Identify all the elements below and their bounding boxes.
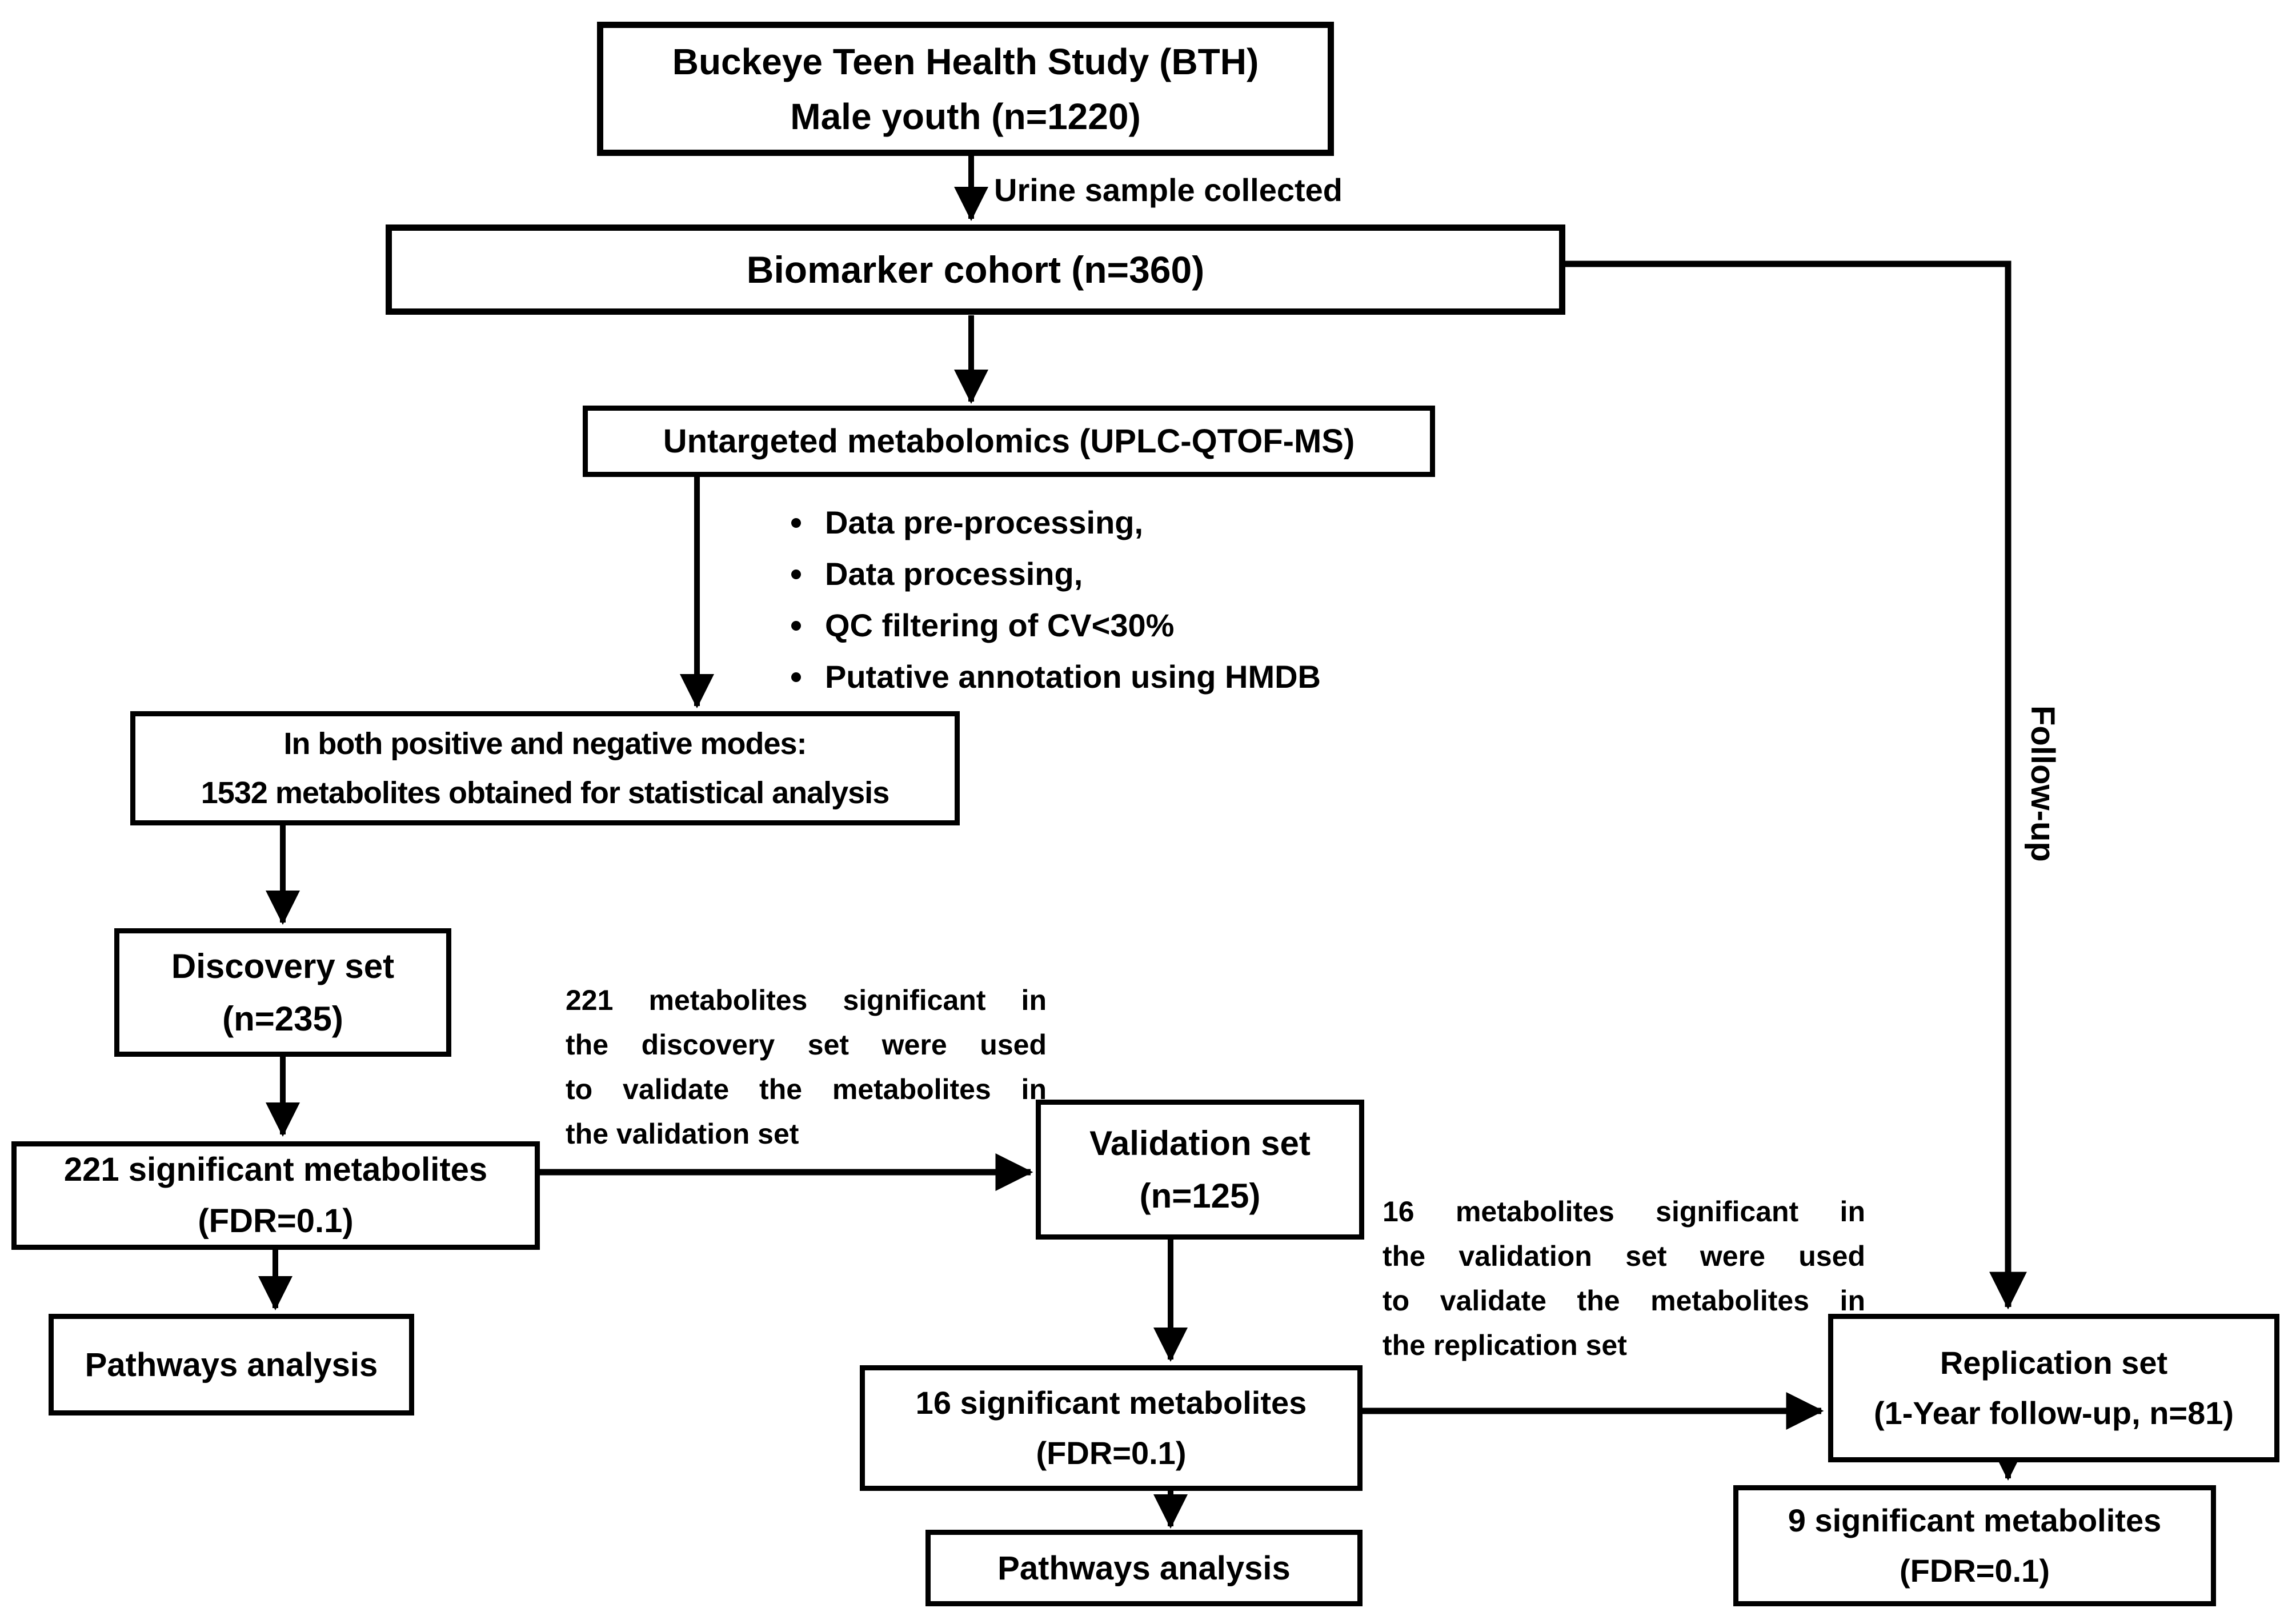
node-modes-line1: In both positive and negative modes: (283, 727, 807, 761)
bullet-icon (791, 620, 801, 631)
urine-sample-label: Urine sample collected (994, 172, 1343, 208)
list-item: Data processing, (791, 548, 1321, 600)
annotation-line: the validation set were used (1383, 1240, 1865, 1272)
node-untargeted-metabolomics: Untargeted metabolomics (UPLC-QTOF-MS) (583, 406, 1435, 477)
node-biomarker-label: Biomarker cohort (n=360) (746, 248, 1205, 291)
step-label: Data processing, (825, 556, 1083, 592)
node-replication-line2: (1-Year follow-up, n=81) (1873, 1395, 2234, 1431)
node-sig9: 9 significant metabolites (FDR=0.1) (1733, 1485, 2216, 1606)
node-discovery-line2: (n=235) (222, 999, 343, 1038)
annotation-line: to validate the metabolites in (1383, 1285, 1865, 1317)
node-validation-line2: (n=125) (1139, 1176, 1261, 1215)
bullet-icon (791, 672, 801, 682)
node-discovery-line1: Discovery set (171, 947, 395, 985)
annotation-line: the replication set (1383, 1329, 1627, 1361)
node-modes-line2: 1532 metabolites obtained for statistica… (201, 776, 889, 810)
processing-steps-list: Data pre-processing, Data processing, QC… (791, 497, 1321, 703)
arrow-biomarker-to-replication-followup (1565, 260, 2027, 1310)
node-replication-set: Replication set (1-Year follow-up, n=81) (1828, 1314, 2279, 1462)
list-item: Data pre-processing, (791, 497, 1321, 548)
node-validation-set: Validation set (n=125) (1036, 1100, 1364, 1240)
follow-up-label: Follow-up (2024, 705, 2061, 862)
node-discovery-set: Discovery set (n=235) (114, 928, 451, 1057)
step-label: Data pre-processing, (825, 504, 1144, 540)
node-sig16: 16 significant metabolites (FDR=0.1) (860, 1365, 1363, 1491)
node-validation-line1: Validation set (1089, 1124, 1311, 1162)
annotation-line: 221 metabolites significant in (566, 984, 1047, 1016)
step-label: QC filtering of CV<30% (825, 607, 1175, 643)
annotation-line: to validate the metabolites in (566, 1073, 1047, 1105)
node-bth-study: Buckeye Teen Health Study (BTH) Male you… (597, 22, 1334, 156)
list-item: Putative annotation using HMDB (791, 651, 1321, 703)
node-sig16-line1: 16 significant metabolites (915, 1385, 1307, 1421)
node-pathways-discovery-label: Pathways analysis (85, 1346, 378, 1384)
annotation-line: the validation set (566, 1118, 799, 1150)
node-sig221-line1: 221 significant metabolites (63, 1151, 488, 1188)
annotation-discovery-to-validation: 221 metabolites significant in the disco… (566, 978, 1047, 1156)
node-sig9-line1: 9 significant metabolites (1788, 1502, 2162, 1538)
annotation-line: 16 metabolites significant in (1383, 1196, 1865, 1228)
node-modes-1532: In both positive and negative modes: 153… (130, 711, 960, 825)
annotation-line: the discovery set were used (566, 1029, 1047, 1061)
list-item: QC filtering of CV<30% (791, 600, 1321, 651)
node-sig221: 221 significant metabolites (FDR=0.1) (11, 1141, 540, 1250)
node-sig9-line2: (FDR=0.1) (1900, 1553, 2050, 1589)
node-replication-line1: Replication set (1940, 1345, 2168, 1381)
bullet-icon (791, 569, 801, 579)
step-label: Putative annotation using HMDB (825, 659, 1321, 695)
node-sig221-line2: (FDR=0.1) (198, 1202, 354, 1240)
node-pathways-discovery: Pathways analysis (49, 1314, 414, 1415)
node-pathways-validation: Pathways analysis (925, 1530, 1363, 1606)
node-untargeted-label: Untargeted metabolomics (UPLC-QTOF-MS) (663, 423, 1355, 460)
node-sig16-line2: (FDR=0.1) (1036, 1435, 1187, 1471)
node-pathways-validation-label: Pathways analysis (997, 1549, 1291, 1587)
node-bth-line2: Male youth (n=1220) (790, 95, 1141, 137)
node-biomarker-cohort: Biomarker cohort (n=360) (386, 224, 1565, 315)
bullet-icon (791, 518, 801, 528)
node-bth-line1: Buckeye Teen Health Study (BTH) (672, 41, 1259, 82)
annotation-validation-to-replication: 16 metabolites significant in the valida… (1383, 1189, 1865, 1368)
